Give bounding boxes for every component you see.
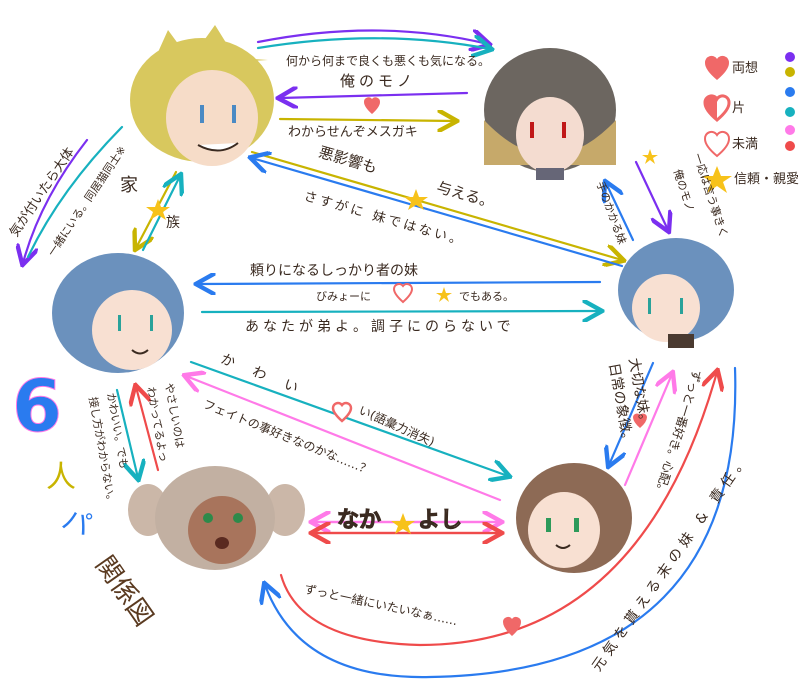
- arrow-diag-olive: [250, 150, 622, 260]
- arrow-wakarase-olive: [278, 119, 455, 121]
- arrow-right-purple: [634, 160, 668, 230]
- label-top1: 何から何まで良くも悪くも気になる。: [286, 54, 491, 68]
- arrow-cute-pink: [186, 376, 502, 502]
- character-brown-haired-girl: [516, 463, 632, 573]
- heart-outline-icon: [392, 283, 414, 304]
- legend-label-oneway: 片: [732, 101, 746, 116]
- arrow-right-blue: [606, 183, 635, 242]
- star-icon: [404, 189, 428, 210]
- star-icon: [146, 199, 170, 220]
- heart-half-icon: [331, 401, 353, 423]
- arrow-best-pink: [623, 374, 672, 487]
- arrow-top-purple: [256, 30, 488, 44]
- arrow-kind-red: [136, 387, 160, 472]
- star-icon: [391, 513, 415, 534]
- title-char-a: 人: [46, 460, 76, 495]
- legend-color-dots: [785, 52, 795, 151]
- label-mid1: 頼りになるしっかり者の妹: [250, 263, 418, 279]
- star-icon: [642, 149, 658, 164]
- arrow-together-red: [279, 372, 717, 647]
- legend-label-trust: 信頼・親愛: [734, 172, 800, 187]
- arrow-cute-teal: [189, 360, 508, 476]
- character-blonde: [130, 25, 274, 166]
- legend-label-incomplete: 未満: [732, 137, 759, 152]
- arrow-left-teal: [26, 125, 124, 259]
- label-naka2: よし: [417, 508, 463, 533]
- arrow-mid-teal: [200, 311, 600, 312]
- character-blue-right: [618, 238, 734, 348]
- star-icon: [436, 287, 452, 302]
- arrow-kind-teal: [115, 388, 138, 478]
- legend-star-icon: [702, 166, 732, 193]
- arrow-left-purple: [23, 138, 89, 263]
- arrow-imp-blue: [609, 361, 655, 465]
- legend-heart-half-fill: [704, 95, 717, 120]
- character-small-girl: [128, 466, 305, 570]
- arrows: [23, 30, 737, 679]
- label-naka1: なか: [336, 508, 382, 533]
- label-family2: 族: [166, 215, 180, 231]
- arrow-mono-purple: [280, 93, 469, 98]
- arrow-diag-blue: [252, 158, 624, 268]
- label-family1: 家: [120, 175, 138, 196]
- title-number: 6: [11, 364, 63, 448]
- heart-filled-icon: [363, 97, 381, 114]
- arrow-genki-blue: [265, 366, 737, 679]
- label-mid3: あなたが弟よ。調子にのらないで: [245, 319, 515, 335]
- character-dark-haired: [484, 48, 616, 180]
- label-top3: わからせんぞメスガキ: [288, 125, 418, 140]
- label-top2: 俺のモノ: [340, 72, 417, 90]
- arrow-top-teal: [256, 38, 490, 49]
- label-mid2a: びみょーに: [316, 290, 371, 303]
- heart-filled-icon: [633, 413, 647, 428]
- label-mid2b: でもある。: [459, 290, 514, 303]
- legend-heart-outline-icon: [704, 130, 730, 158]
- character-blue-left: [52, 253, 184, 373]
- legend-label-mutual: 両想: [732, 61, 759, 76]
- heart-half-icon: [503, 617, 521, 636]
- legend-heart-filled-icon: [704, 55, 730, 80]
